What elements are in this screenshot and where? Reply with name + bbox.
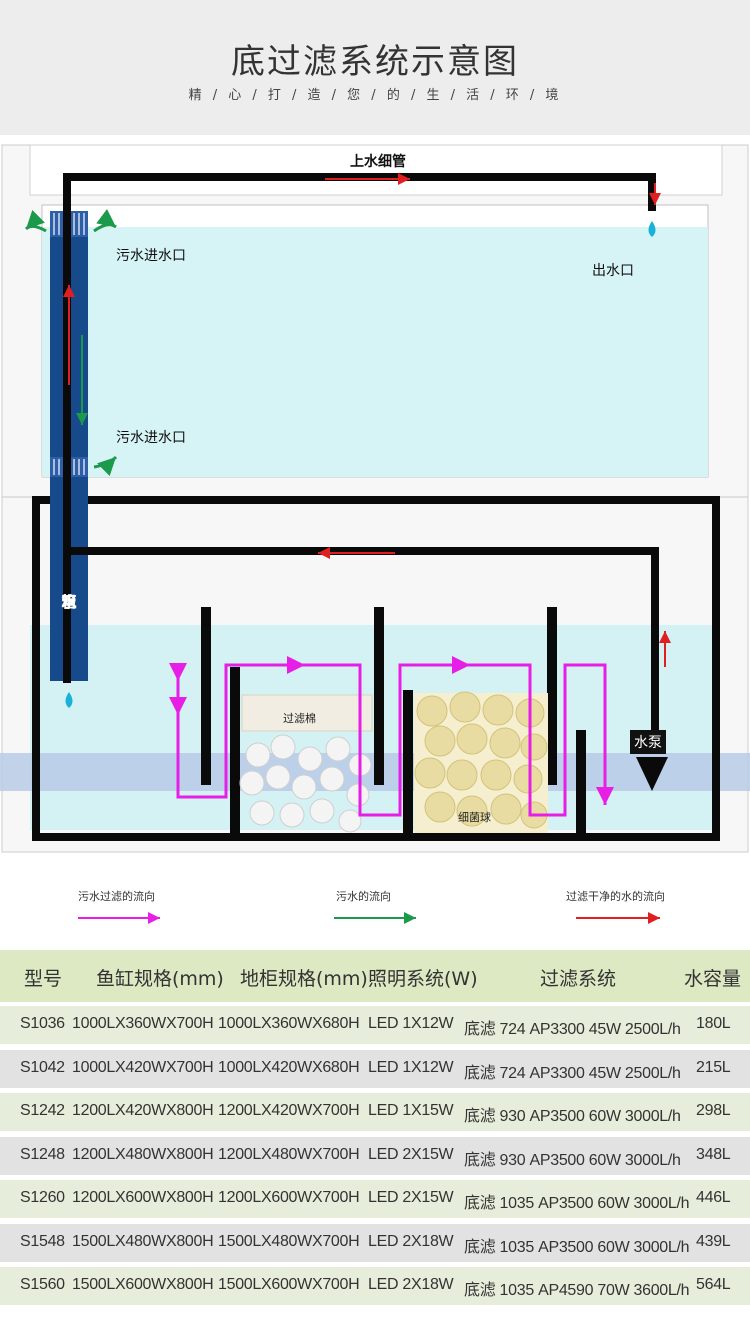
- header-cell: 鱼缸规格(mm): [96, 968, 224, 990]
- filtration-diagram: 上水细管 污水进水口 污水进水口 出水口 下 水 粗 管 水泵 过滤棉 细菌球: [0, 135, 750, 870]
- header-cell: 型号: [24, 968, 63, 990]
- baffle-1: [201, 607, 211, 785]
- table-cell: 1500LX480WX800H: [72, 1232, 214, 1250]
- sump-outline: [32, 496, 720, 841]
- table-cell: 底滤 1035 AP3500 60W 3000L/h: [464, 1238, 690, 1256]
- table-cell: 1000LX360WX700H: [72, 1015, 214, 1032]
- inlet-bottom-label: 污水进水口: [116, 430, 186, 446]
- table-cell: 1500LX600WX700H: [218, 1276, 360, 1293]
- table-cell: 1000LX420WX680H: [218, 1058, 360, 1076]
- header-cell: 照明系统(W): [368, 968, 478, 990]
- table-header: 型号 鱼缸规格(mm) 地柜规格(mm) 照明系统(W) 过滤系统 水容量: [0, 950, 750, 1002]
- pipe-top-label: 上水细管: [350, 154, 406, 170]
- table-cell: 1000LX360WX680H: [218, 1015, 360, 1032]
- table-cell: 215L: [696, 1058, 731, 1076]
- drain-label-char: 下: [61, 593, 77, 611]
- table-cell: S1042: [20, 1058, 65, 1076]
- page-title: 底过滤系统示意图: [231, 42, 519, 82]
- table-cell: LED 2X15W: [368, 1189, 454, 1206]
- upper-tank-water: [42, 227, 708, 477]
- inlet-top-label: 污水进水口: [116, 248, 186, 264]
- tank-rim: [29, 144, 723, 196]
- return-pipe-sump: [67, 547, 659, 745]
- baffle-6: [576, 730, 586, 835]
- table-cell: 1200LX600WX700H: [218, 1189, 360, 1206]
- header-cell: 地柜规格(mm): [240, 968, 368, 990]
- table-cell: S1036: [20, 1015, 65, 1032]
- baffle-2: [230, 667, 240, 835]
- green-curl-right: [93, 209, 117, 233]
- table-cell: 1000LX420WX700H: [72, 1058, 214, 1076]
- table-cell: 底滤 1035 AP4590 70W 3600L/h: [464, 1282, 690, 1299]
- legend-label-red: 过滤干净的水的流向: [566, 890, 665, 903]
- table-cell: 底滤 724 AP3300 45W 2500L/h: [464, 1021, 681, 1038]
- legend-label-magenta: 污水过滤的流向: [78, 890, 155, 903]
- table-cell: 564L: [696, 1276, 731, 1293]
- table-cell: 446L: [696, 1189, 731, 1206]
- table-cell: LED 2X18W: [368, 1232, 454, 1250]
- baffle-4: [403, 690, 413, 835]
- table-cell: S1548: [20, 1232, 65, 1250]
- outlet-label: 出水口: [592, 263, 634, 279]
- green-curl-left: [24, 209, 47, 233]
- diagram-svg: [0, 144, 750, 853]
- table-cell: 1200LX600WX800H: [72, 1189, 214, 1206]
- table-cell: LED 1X12W: [368, 1058, 454, 1076]
- drain-label-char: 粗: [61, 593, 77, 611]
- table-cell: 底滤 724 AP3300 45W 2500L/h: [464, 1064, 681, 1082]
- table-cell: 1500LX600WX800H: [72, 1276, 214, 1293]
- drain-label-char: 水: [61, 593, 77, 611]
- pump-label: 水泵: [630, 730, 666, 754]
- table-cell: LED 1X12W: [368, 1015, 454, 1032]
- ceramic-rings: [239, 734, 372, 833]
- baffle-5: [547, 607, 557, 785]
- pump-body: [636, 757, 668, 791]
- table-cell: 底滤 930 AP3500 60W 3000L/h: [464, 1108, 681, 1125]
- baffle-3: [374, 607, 384, 785]
- cotton-label: 过滤棉: [283, 712, 316, 725]
- table-cell: 1200LX420WX700H: [218, 1102, 360, 1119]
- table-cell: 439L: [696, 1232, 731, 1250]
- drain-drop-icon: [65, 692, 73, 708]
- green-curl-bottom: [93, 455, 118, 477]
- table-cell: 底滤 1035 AP3500 60W 3000L/h: [464, 1195, 690, 1212]
- table-cell: 1500LX480WX700H: [218, 1232, 360, 1250]
- table-cell: S1560: [20, 1276, 65, 1293]
- header-cell: 过滤系统: [540, 968, 617, 990]
- outlet-drop-icon: [648, 221, 656, 237]
- table-cell: LED 1X15W: [368, 1102, 454, 1119]
- legend-label-green: 污水的流向: [336, 890, 391, 903]
- bacteria-label: 细菌球: [458, 811, 491, 824]
- table-cell: 298L: [696, 1102, 731, 1119]
- table-cell: LED 2X18W: [368, 1276, 454, 1293]
- table-cell: 底滤 930 AP3500 60W 3000L/h: [464, 1151, 681, 1169]
- header-banner: 底过滤系统示意图 精 / 心 / 打 / 造 / 您 / 的 / 生 / 活 /…: [0, 0, 750, 135]
- drain-label-char: 管: [61, 593, 77, 611]
- filter-cotton: [241, 694, 373, 732]
- table-cell: 180L: [696, 1015, 731, 1032]
- filtered-flow-path: [169, 656, 614, 817]
- table-cell: 1200LX420WX800H: [72, 1102, 214, 1119]
- table-cell: 1200LX480WX800H: [72, 1145, 214, 1163]
- table-cell: LED 2X15W: [368, 1145, 454, 1163]
- table-cell: S1242: [20, 1102, 65, 1119]
- legend-arrows: [78, 912, 660, 924]
- table-cell: S1248: [20, 1145, 65, 1163]
- table-cell: 1200LX480WX700H: [218, 1145, 360, 1163]
- page-subtitle: 精 / 心 / 打 / 造 / 您 / 的 / 生 / 活 / 环 / 境: [188, 88, 562, 103]
- flow-legend: 污水过滤的流向 污水的流向 过滤干净的水的流向: [0, 870, 750, 940]
- table-cell: 348L: [696, 1145, 731, 1163]
- table-cell: S1260: [20, 1189, 65, 1206]
- header-cell: 水容量: [684, 968, 742, 990]
